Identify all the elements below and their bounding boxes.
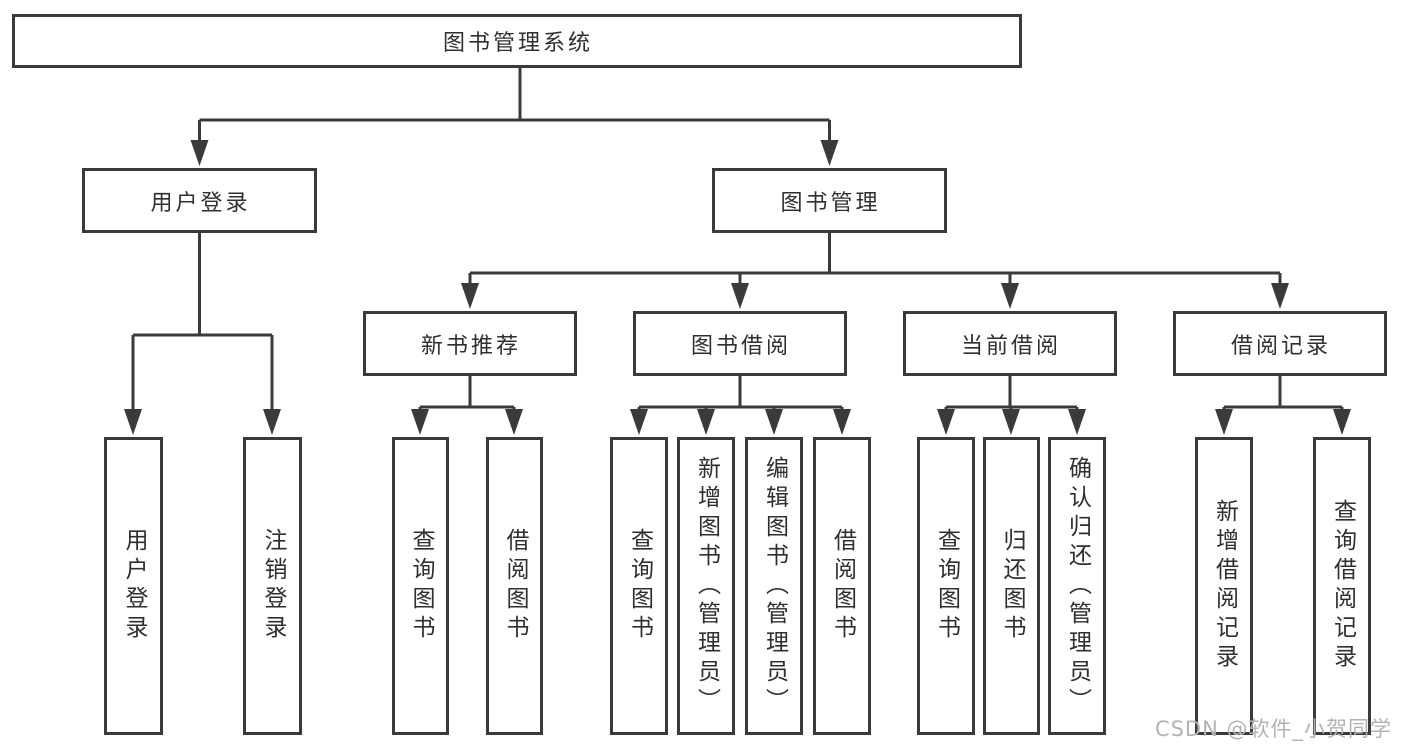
node-book-management: 图书管理 [712, 168, 947, 233]
leaf-user-login: 用户登录 [104, 437, 163, 735]
leaf-br-query-record-label: 查询借阅记录 [1329, 499, 1356, 673]
node-user-login-label: 用户登录 [150, 190, 251, 216]
leaf-bb-borrow-books-label: 借阅图书 [829, 528, 856, 644]
node-new-book-recommend: 新书推荐 [363, 311, 577, 376]
leaf-br-add-record-label: 新增借阅记录 [1211, 499, 1238, 673]
leaf-user-login-label: 用户登录 [121, 528, 147, 644]
node-user-login: 用户登录 [82, 168, 317, 233]
node-current-borrowing-label: 当前借阅 [960, 333, 1061, 359]
leaf-bb-add-books-label: 新增图书（管理员） [693, 455, 720, 717]
leaf-bb-borrow-books: 借阅图书 [813, 437, 871, 735]
leaf-br-add-record: 新增借阅记录 [1195, 437, 1253, 735]
leaf-cb-return-books-label: 归还图书 [999, 528, 1025, 644]
leaf-cb-query-books-label: 查询图书 [933, 528, 960, 644]
leaf-nb-query-books-label: 查询图书 [408, 528, 434, 644]
leaf-bb-query-books-label: 查询图书 [626, 528, 653, 644]
node-new-book-recommend-label: 新书推荐 [420, 333, 521, 359]
node-book-borrowing-label: 图书借阅 [690, 333, 791, 359]
leaf-bb-edit-books-label: 编辑图书（管理员） [761, 455, 788, 717]
leaf-bb-query-books: 查询图书 [610, 437, 668, 735]
leaf-cb-confirm-return: 确认归还（管理员） [1048, 437, 1106, 735]
leaf-logout: 注销登录 [243, 437, 302, 735]
leaf-bb-add-books: 新增图书（管理员） [677, 437, 735, 735]
leaf-nb-borrow-books-label: 借阅图书 [502, 528, 528, 644]
leaf-cb-query-books: 查询图书 [917, 437, 975, 735]
node-library-system: 图书管理系统 [12, 14, 1022, 68]
node-book-borrowing: 图书借阅 [633, 311, 847, 376]
watermark: CSDN @软件_小贺同学 [1154, 717, 1392, 741]
leaf-nb-borrow-books: 借阅图书 [486, 437, 543, 735]
leaf-br-query-record: 查询借阅记录 [1313, 437, 1371, 735]
node-borrow-records-label: 借阅记录 [1230, 333, 1331, 359]
leaf-cb-return-books: 归还图书 [983, 437, 1040, 735]
leaf-nb-query-books: 查询图书 [392, 437, 449, 735]
leaf-logout-label: 注销登录 [260, 528, 286, 644]
node-borrow-records: 借阅记录 [1173, 311, 1387, 376]
leaf-cb-confirm-return-label: 确认归还（管理员） [1064, 455, 1091, 717]
node-library-system-label: 图书管理系统 [442, 31, 593, 56]
node-current-borrowing: 当前借阅 [903, 311, 1117, 376]
node-book-management-label: 图书管理 [780, 190, 881, 216]
leaf-bb-edit-books: 编辑图书（管理员） [745, 437, 803, 735]
